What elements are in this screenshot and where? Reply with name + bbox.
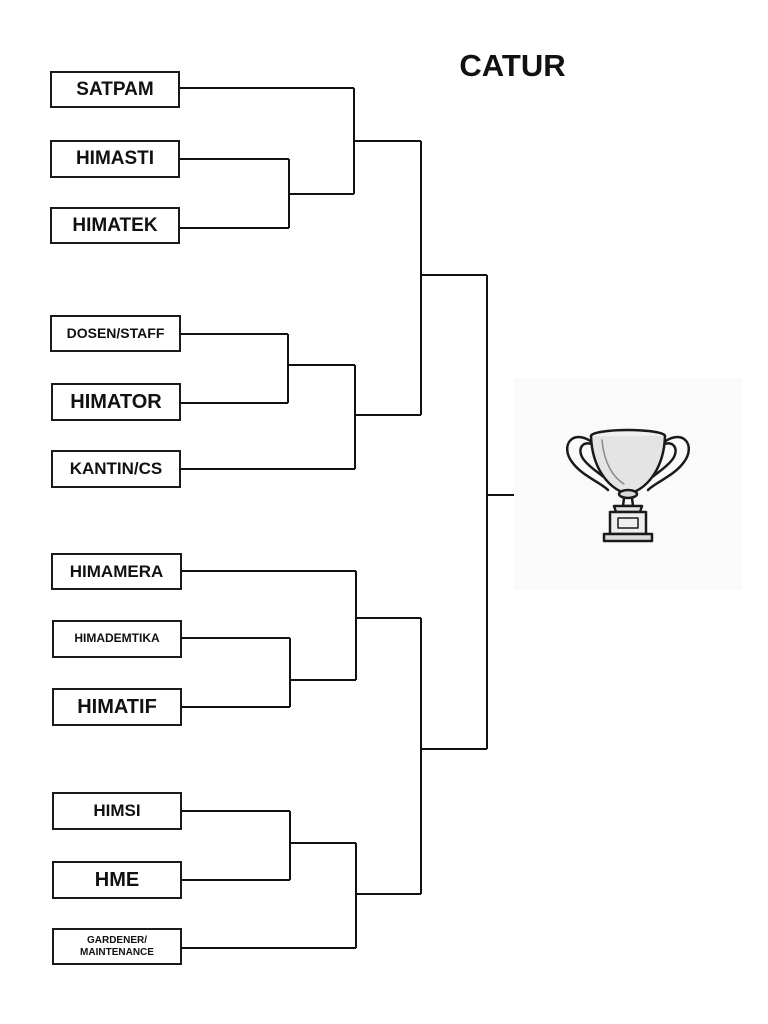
team-himamera: HIMAMERA <box>51 553 182 590</box>
bracket-line-himademtika-himatif <box>182 637 356 708</box>
team-gardener-maintenance: GARDENER/ MAINTENANCE <box>52 928 182 965</box>
team-hme: HME <box>52 861 182 899</box>
team-satpam: SATPAM <box>50 71 180 108</box>
bracket-line-himsi-hme <box>182 810 356 881</box>
bracket-line-dosen-himator <box>181 333 355 404</box>
trophy-icon <box>566 428 690 543</box>
bracket-line-sf1 <box>420 141 487 415</box>
bracket-line-q2 <box>354 365 421 469</box>
team-himasti: HIMASTI <box>50 140 180 178</box>
team-himatif: HIMATIF <box>52 688 182 726</box>
team-kantin-cs: KANTIN/CS <box>51 450 181 488</box>
bracket-line-q1 <box>353 88 421 194</box>
bracket-line-himasti-himatek <box>180 158 354 229</box>
bracket-line-q4 <box>355 843 421 948</box>
bracket-line-sf2 <box>420 618 487 894</box>
page-title: CATUR <box>459 48 566 83</box>
bracket-line-q3 <box>355 571 421 680</box>
team-himator: HIMATOR <box>51 383 181 421</box>
trophy-area <box>514 378 742 590</box>
team-himademtika: HIMADEMTIKA <box>52 620 182 658</box>
team-himsi: HIMSI <box>52 792 182 830</box>
team-himatek: HIMATEK <box>50 207 180 244</box>
team-dosen-staff: DOSEN/STAFF <box>50 315 181 352</box>
